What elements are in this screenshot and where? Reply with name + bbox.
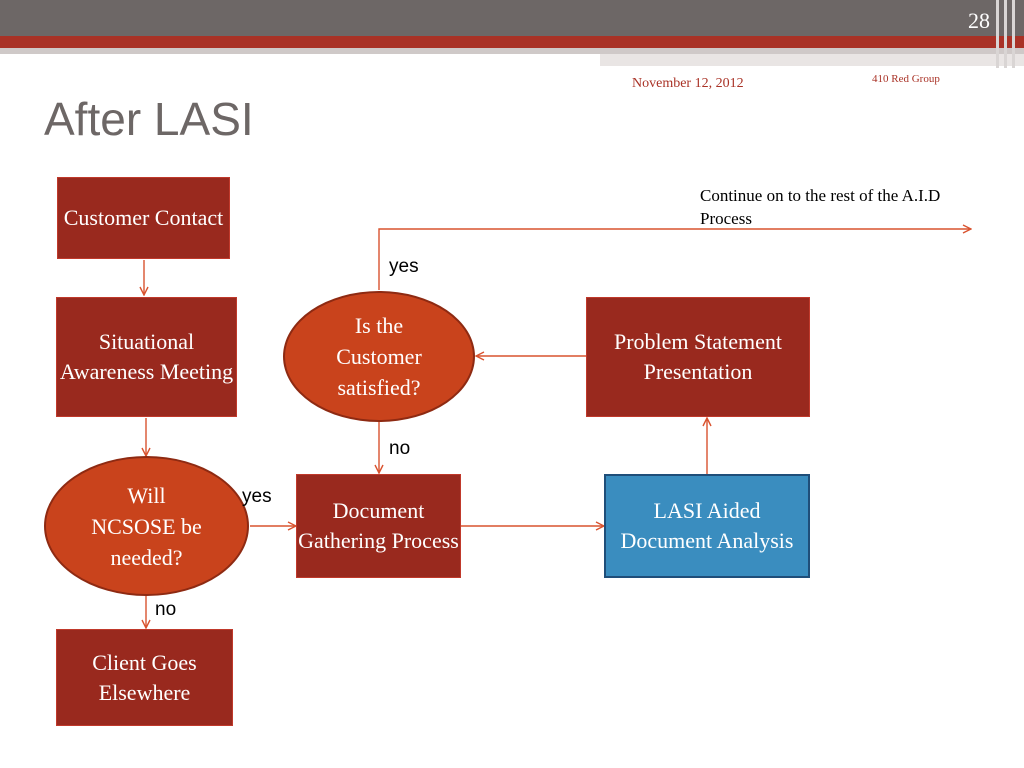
header-stripe-pale	[600, 54, 1024, 66]
label-satisfied-no: no	[389, 438, 411, 459]
node-customer-contact: Customer Contact	[57, 177, 230, 259]
slide-number: 28	[968, 8, 990, 33]
header-stripe	[0, 36, 1024, 48]
label-ncsose-no: no	[155, 599, 177, 620]
slide-title: After LASI	[44, 93, 254, 145]
node-problem-statement: Problem Statement Presentation	[586, 297, 810, 417]
node-will-ncsose: Will NCSOSE be needed?	[44, 456, 249, 596]
node-document-gathering: Document Gathering Process	[296, 474, 461, 578]
continue-note: Continue on to the rest of the A.I.D Pro…	[700, 186, 941, 228]
node-client-goes-elsewhere: Client Goes Elsewhere	[56, 629, 233, 726]
node-is-customer-satisfied: Is the Customer satisfied?	[283, 291, 475, 422]
decor-line	[996, 0, 999, 68]
label-ncsose-yes: yes	[242, 486, 272, 507]
decor-line	[1004, 0, 1007, 68]
node-situational-awareness: Situational Awareness Meeting	[56, 297, 237, 417]
arrow-satisfied-yes	[378, 229, 971, 290]
slide-date: November 12, 2012	[632, 76, 744, 91]
group-name: 410 Red Group	[872, 73, 940, 85]
node-lasi-aided: LASI Aided Document Analysis	[604, 474, 810, 578]
header-bar	[0, 0, 1024, 36]
header-stripe-light	[0, 48, 1024, 54]
decor-line	[1012, 0, 1015, 68]
label-satisfied-yes: yes	[389, 256, 419, 277]
